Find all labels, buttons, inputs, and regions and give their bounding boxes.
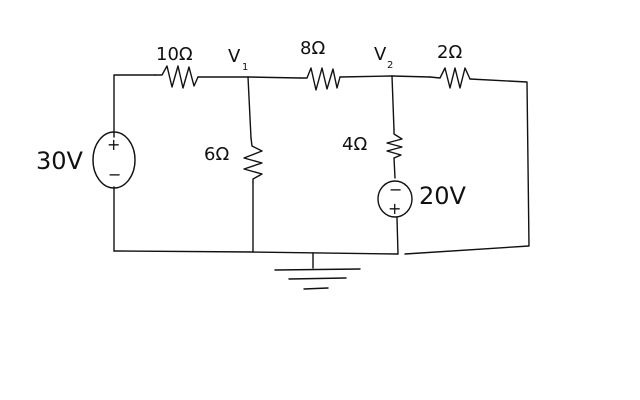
resistor-8ohm [299,67,341,91]
label-node-v1-sub: 1 [242,62,248,73]
resistor-4ohm [386,129,403,159]
ground-rail [113,250,399,255]
wire-v1-down [247,76,252,139]
label-r3: 2Ω [437,42,462,63]
wire-v2-to-r3 [391,75,431,78]
wire-v1-to-r2 [247,76,301,79]
label-30v: 30V [36,147,84,175]
sign-20v-plus: + [388,199,401,218]
wire-r5-to-v20 [393,157,396,179]
wire-right [404,78,530,255]
label-node-v2: V [374,44,387,65]
label-20v: 20V [419,182,467,210]
resistor-2ohm [429,67,471,89]
label-r2: 8Ω [300,38,325,59]
wire-top-left [113,74,156,138]
ground-icon [274,268,361,290]
resistor-10ohm [154,65,199,89]
sign-30v-minus: − [108,165,121,184]
sign-20v-minus: − [389,180,402,199]
wire-r2-to-v2 [339,75,393,78]
label-r5: 4Ω [342,134,367,155]
wire-v2-down [391,75,395,131]
wire-v20-down [396,217,399,255]
label-node-v2-sub: 2 [387,60,393,71]
label-r4: 6Ω [204,144,229,165]
label-node-v1: V [228,46,241,67]
voltage-source-20v [377,180,413,218]
label-r1: 10Ω [156,44,193,65]
voltage-source-30v [92,131,136,189]
resistor-6ohm [243,137,263,183]
sign-30v-plus: + [107,135,120,154]
